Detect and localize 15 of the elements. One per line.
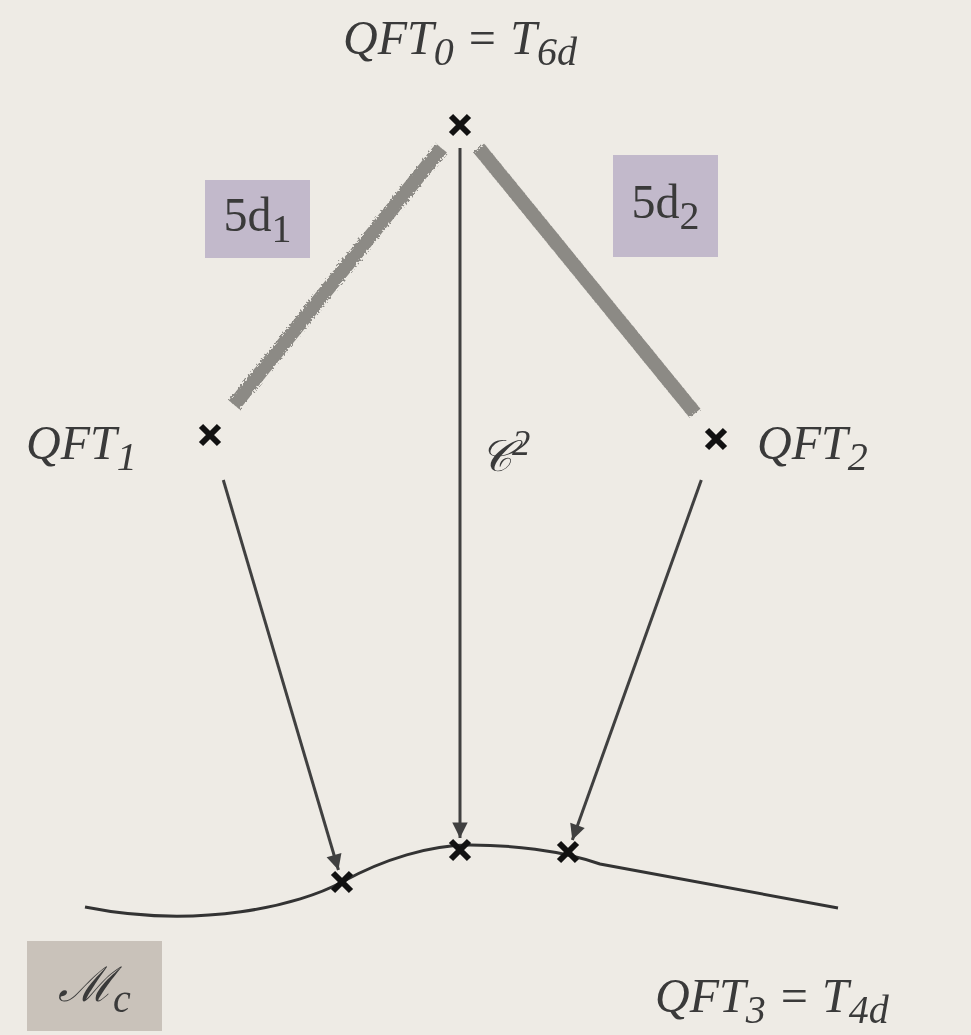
arrow [570, 479, 703, 841]
theory-label: QFT$_{1}$ [26, 419, 137, 477]
arrow [452, 148, 468, 838]
theory-label: QFT$_{0}$ = T$_{6d}$ [342, 14, 578, 72]
thick-line [473, 143, 701, 418]
cross-icon [556, 840, 580, 864]
cross-icon [330, 870, 354, 894]
cross-icon [448, 838, 472, 862]
arrow [221, 479, 342, 871]
theory-label: QFT$_{3}$ = T$_{4d}$ [655, 972, 889, 1030]
highlight-box: ℳ$_{c}$ [27, 941, 162, 1031]
theory-label: QFT$_{2}$ [757, 419, 868, 477]
thick-line [228, 143, 447, 410]
highlight-box: 5d$_{2}$ [613, 155, 718, 257]
highlight-box: 5d$_{1}$ [205, 180, 310, 258]
